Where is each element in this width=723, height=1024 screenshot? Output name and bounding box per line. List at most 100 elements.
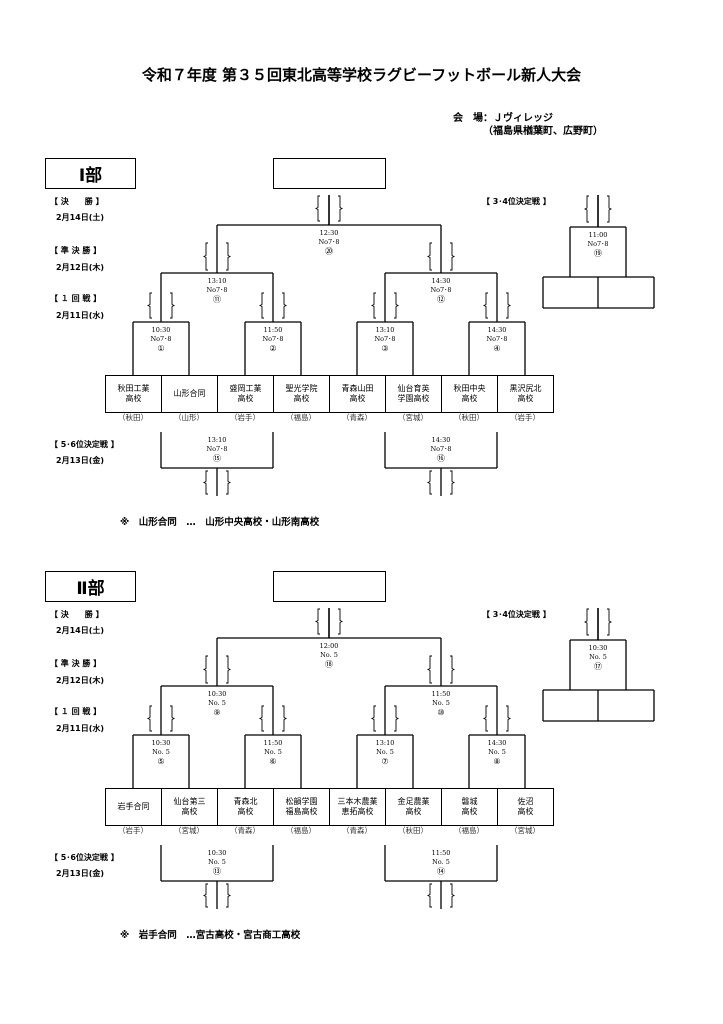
- team-prefecture: （青森）: [342, 826, 372, 835]
- score-bracket: [506, 705, 512, 732]
- score-bracket: [170, 705, 176, 732]
- score-bracket: [314, 608, 320, 635]
- score-bracket: [482, 292, 488, 319]
- match-field: No7･8: [318, 238, 340, 246]
- team-prefecture: （青森）: [342, 413, 372, 422]
- team-prefecture: （岩手）: [118, 826, 148, 835]
- team-cell: 磐城 高校: [441, 788, 498, 826]
- score-bracket: [607, 195, 613, 223]
- champion-box: [273, 158, 386, 189]
- match-time: 10:30: [207, 849, 227, 857]
- score-bracket: [282, 292, 288, 319]
- score-bracket: [258, 705, 264, 732]
- match-num: ⑨: [213, 708, 221, 717]
- score-bracket: [202, 242, 208, 271]
- score-bracket: [583, 608, 589, 636]
- score-bracket: [450, 242, 456, 271]
- score-bracket: [258, 292, 264, 319]
- team-prefecture: （福島）: [286, 826, 316, 835]
- team-cell: 三本木農業 恵拓高校: [329, 788, 386, 826]
- score-bracket: [394, 705, 400, 732]
- match-num: ⑫: [437, 295, 445, 304]
- round-label-semi: 【 準 決 勝 】: [50, 659, 102, 668]
- match-field: No. 5: [432, 699, 450, 707]
- score-bracket: [338, 608, 344, 635]
- match-num: ⑰: [594, 662, 602, 671]
- match-num: ⑲: [594, 249, 602, 258]
- team-cell: 仙台第三 高校: [161, 788, 218, 826]
- team-cell: 仙台育英 学園高校: [385, 375, 442, 413]
- match-field: No7･8: [206, 286, 228, 294]
- round-label-third: 【 3･4位決定戦 】: [482, 610, 551, 619]
- team-cell: 秋田中央 高校: [441, 375, 498, 413]
- match-time: 10:30: [207, 690, 227, 698]
- match-num: ⑤: [157, 757, 165, 766]
- score-bracket: [583, 195, 589, 223]
- match-field: No. 5: [589, 653, 607, 661]
- match-field: No. 5: [488, 748, 506, 756]
- match-time: 10:30: [151, 739, 171, 747]
- team-cell: 青森山田 高校: [329, 375, 386, 413]
- division-title: Ⅰ部: [45, 158, 136, 189]
- match-field: No. 5: [376, 748, 394, 756]
- match-time: 14:30: [487, 326, 507, 334]
- match-time: 14:30: [431, 436, 451, 444]
- match-num: ④: [493, 344, 501, 353]
- team-prefecture: （山形）: [174, 413, 204, 422]
- score-bracket: [314, 195, 320, 222]
- score-bracket: [426, 655, 432, 684]
- score-bracket: [226, 470, 232, 495]
- match-time: 12:00: [319, 642, 339, 650]
- match-field: No. 5: [320, 651, 338, 659]
- venue-location: （福島県楢葉町、広野町）: [483, 126, 603, 137]
- match-field: No7･8: [262, 335, 284, 343]
- match-time: 11:50: [431, 690, 451, 698]
- match-time: 10:30: [151, 326, 171, 334]
- round-label-fifth: 【 5･6位決定戦 】: [50, 440, 119, 449]
- match-time: 13:10: [207, 277, 227, 285]
- match-time: 13:10: [207, 436, 227, 444]
- score-bracket: [607, 608, 613, 636]
- match-num: ⑬: [213, 867, 221, 876]
- round-label-first: 【 １ 回 戦 】: [50, 707, 102, 716]
- match-field: No7･8: [430, 445, 452, 453]
- match-time: 11:50: [263, 326, 283, 334]
- team-prefecture: （宮城）: [398, 413, 428, 422]
- round-date-fifth: 2月13日(金): [56, 869, 105, 878]
- match-time: 11:00: [588, 231, 608, 239]
- match-time: 11:50: [431, 849, 451, 857]
- score-bracket: [202, 470, 208, 495]
- team-cell: 松韻学園 福島高校: [273, 788, 330, 826]
- match-time: 12:30: [319, 229, 339, 237]
- match-num: ⑥: [269, 757, 277, 766]
- score-bracket: [450, 655, 456, 684]
- team-cell: 金足農業 高校: [385, 788, 442, 826]
- round-date-fifth: 2月13日(金): [56, 456, 105, 465]
- team-prefecture: （福島）: [454, 826, 484, 835]
- score-bracket: [394, 292, 400, 319]
- match-field: No. 5: [208, 699, 226, 707]
- round-date-semi: 2月12日(木): [56, 263, 105, 272]
- team-prefecture: （秋田）: [118, 413, 148, 422]
- match-num: ②: [269, 344, 277, 353]
- division-title: Ⅱ部: [45, 571, 136, 602]
- team-cell: 山形合同: [161, 375, 218, 413]
- match-num: ⑮: [213, 454, 221, 463]
- match-num: ①: [157, 344, 165, 353]
- match-field: No7･8: [587, 240, 609, 248]
- match-field: No7･8: [206, 445, 228, 453]
- score-bracket: [226, 655, 232, 684]
